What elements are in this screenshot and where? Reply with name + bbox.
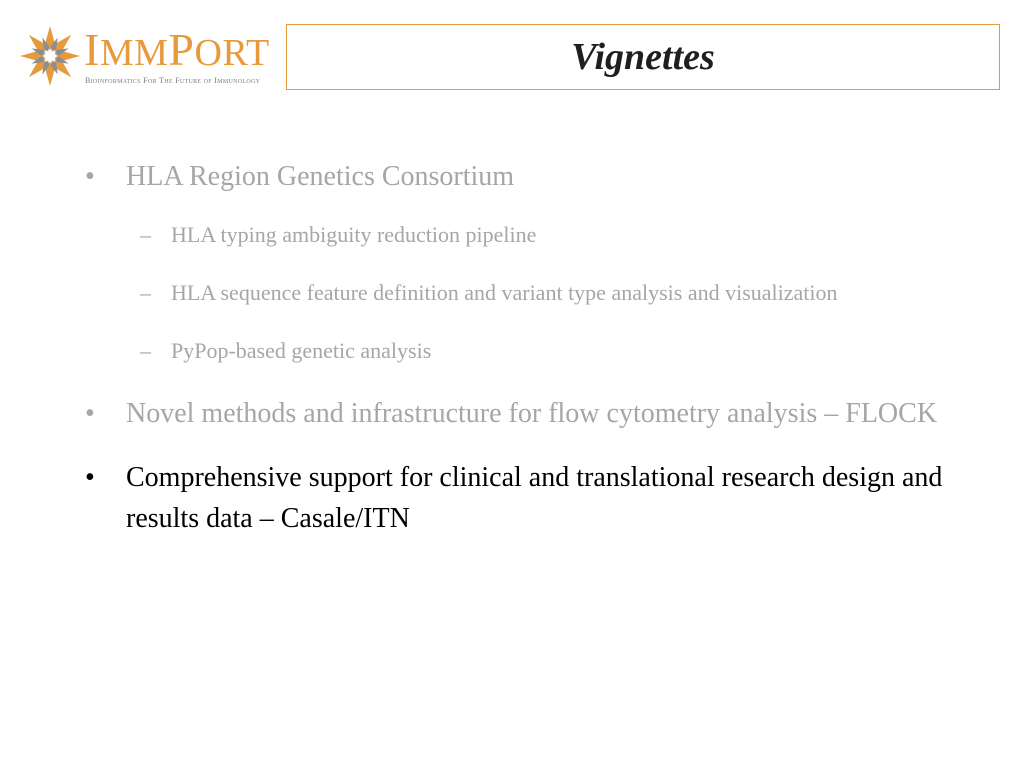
title-box: Vignettes [286,24,1000,90]
sub-bullet-text: HLA sequence feature definition and vari… [171,280,838,305]
sub-bullet-item: – PyPop-based genetic analysis [85,334,965,367]
bullet-text: Comprehensive support for clinical and t… [126,462,943,534]
bullet-item: • HLA Region Genetics Consortium [85,156,965,197]
logo-wordmark: IMMPORT [84,27,270,74]
sub-bullet-item: – HLA typing ambiguity reduction pipelin… [85,218,965,251]
immport-star-logo-icon [20,26,80,86]
immport-logo: IMMPORT Bioinformatics For The Future of… [14,24,276,94]
sub-bullet-text: HLA typing ambiguity reduction pipeline [171,222,537,247]
sub-bullet-marker: – [140,338,151,363]
sub-bullet-marker: – [140,222,151,247]
bullet-marker: • [85,398,95,429]
logo-wordmark-first: I [84,24,100,75]
bullet-item: • Novel methods and infrastructure for f… [85,393,965,434]
bullet-marker: • [85,462,95,493]
logo-wordmark-mid: MM [99,32,169,74]
sub-bullet-item: – HLA sequence feature definition and va… [85,276,965,309]
slide-content: • HLA Region Genetics Consortium – HLA t… [85,156,965,539]
sub-bullet-text: PyPop-based genetic analysis [171,338,432,363]
bullet-marker: • [85,161,95,192]
sub-bullet-marker: – [140,280,151,305]
logo-tagline: Bioinformatics For The Future of Immunol… [85,76,261,85]
logo-wordmark-end: ORT [194,32,270,74]
bullet-text: Novel methods and infrastructure for flo… [126,398,938,429]
logo-wordmark-big2: P [168,24,195,75]
bullet-item: • Comprehensive support for clinical and… [85,457,965,539]
slide-title: Vignettes [571,36,715,78]
bullet-text: HLA Region Genetics Consortium [126,161,515,192]
